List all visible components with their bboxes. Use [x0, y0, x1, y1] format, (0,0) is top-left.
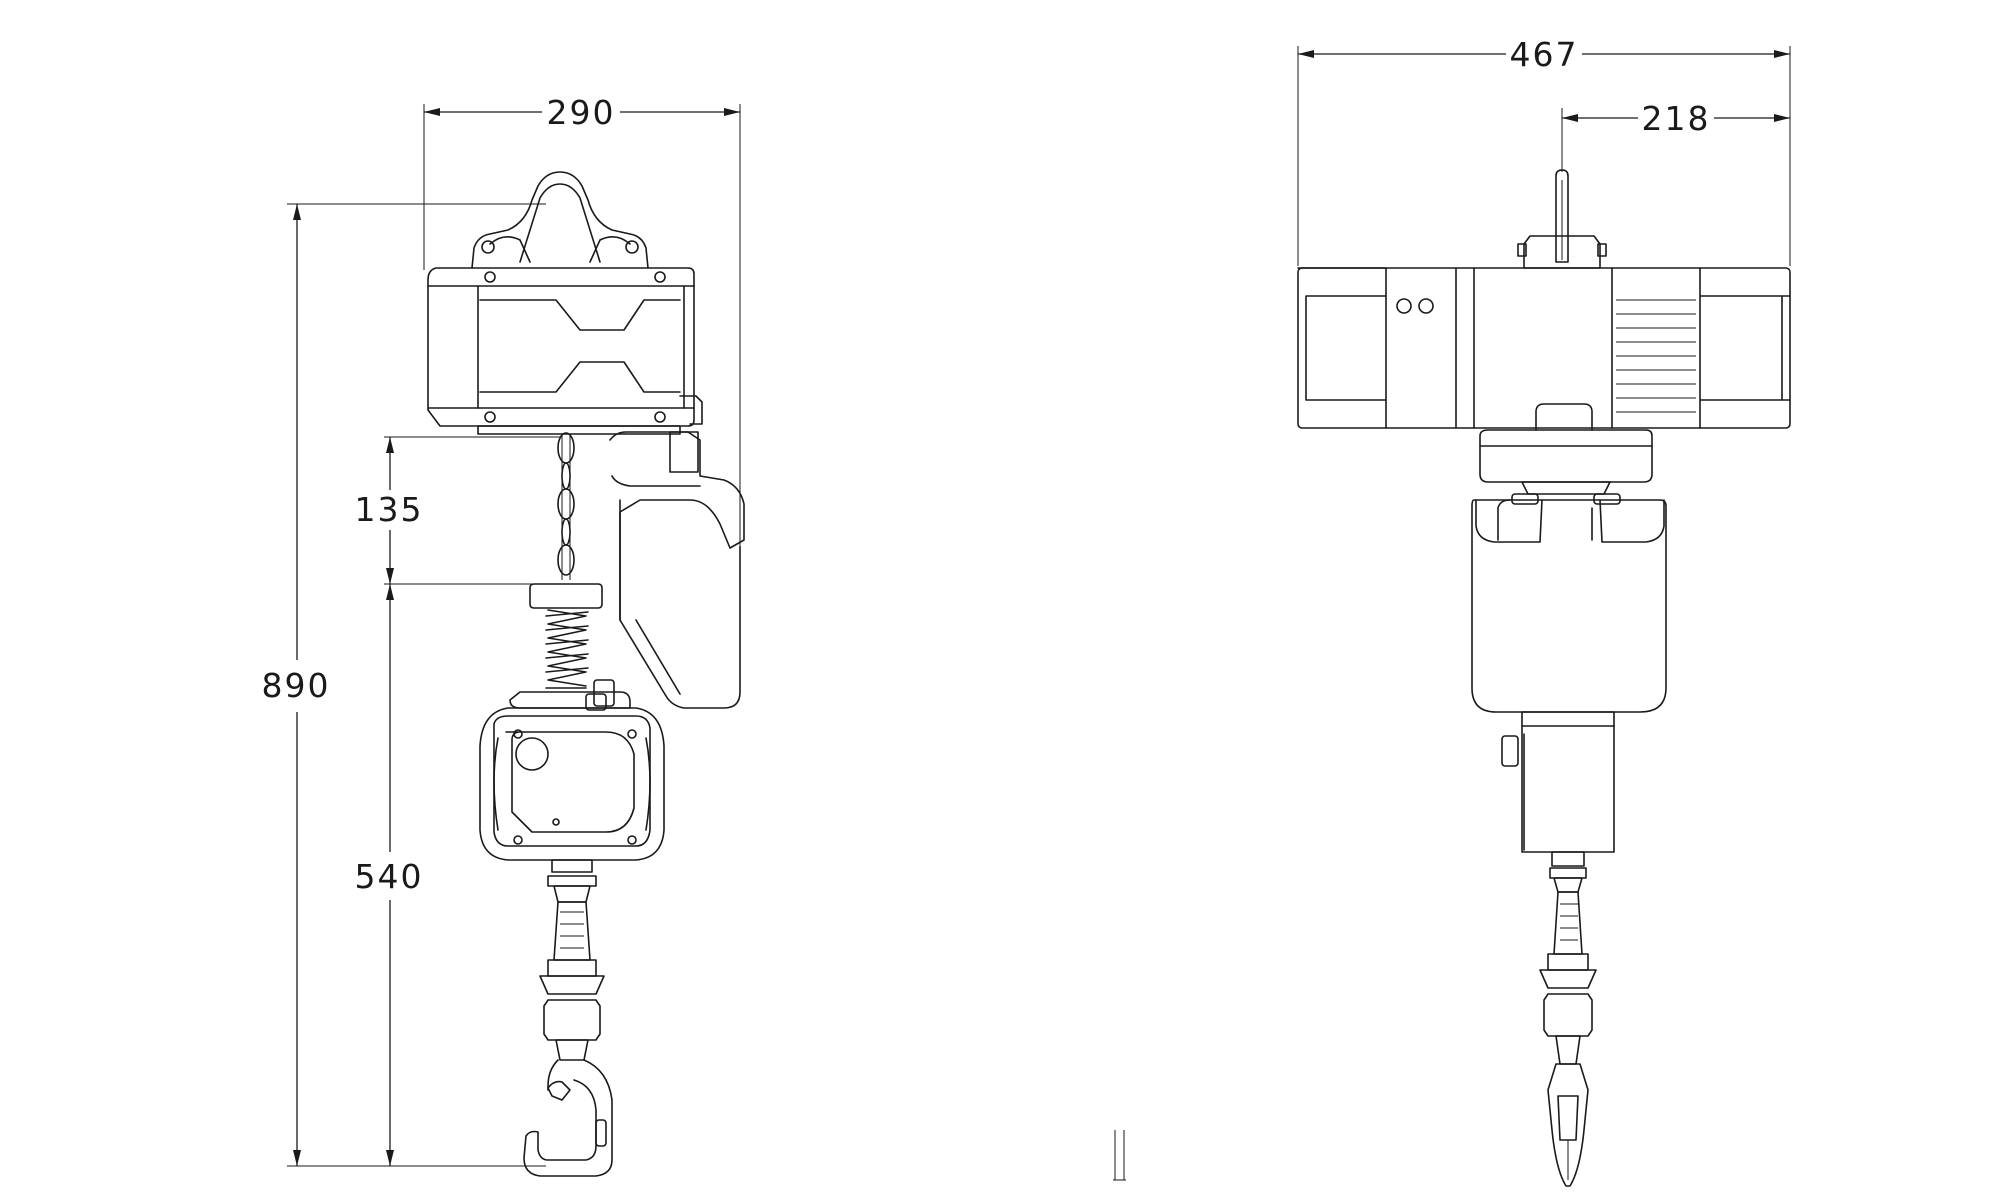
dimension-lower-540: 540 — [355, 584, 424, 1166]
dim-overall-width-label: 467 — [1510, 35, 1579, 74]
drawing-artifact — [1113, 1130, 1126, 1181]
pendant-controller — [609, 431, 745, 709]
dim-total-height-label: 890 — [262, 666, 331, 705]
motor-housing — [427, 267, 703, 435]
dim-chain-label: 135 — [355, 490, 424, 529]
dim-hook-offset-label: 218 — [1642, 99, 1711, 138]
dim-width-label: 290 — [547, 93, 616, 132]
hook-block-body — [479, 691, 665, 861]
dimension-height-890: 890 — [262, 204, 331, 1166]
front-view: 467 218 — [1297, 35, 1791, 1187]
suspension-handle — [471, 171, 649, 269]
front-gearbox — [1479, 403, 1653, 495]
front-controller-housing — [1471, 493, 1667, 713]
front-lower-column — [1501, 711, 1615, 853]
front-hook-assembly — [1539, 851, 1597, 1187]
dim-lower-label: 540 — [355, 857, 424, 896]
side-extension-lines — [287, 104, 741, 1167]
front-motor-body — [1297, 267, 1791, 429]
chain-stop-spring — [529, 583, 615, 707]
front-motor-winding — [1616, 299, 1696, 413]
side-view: 290 890 135 540 — [262, 93, 745, 1177]
dimension-hook-offset-218: 218 — [1562, 99, 1790, 138]
load-chain — [557, 432, 575, 580]
lower-hook-assembly — [523, 859, 613, 1177]
dimension-width-290: 290 — [424, 93, 740, 132]
front-extension-lines — [1297, 46, 1791, 266]
dimension-chain-135: 135 — [355, 437, 424, 584]
front-top-hanger — [1517, 169, 1607, 269]
dimension-overall-width-467: 467 — [1298, 35, 1790, 74]
